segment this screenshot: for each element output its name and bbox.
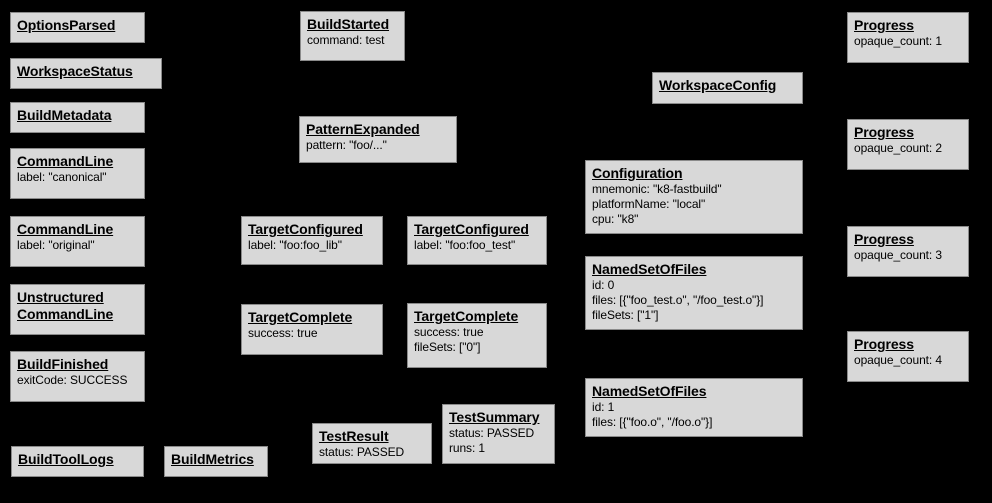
event-node-field: success: true (248, 326, 318, 340)
event-node-title: WorkspaceStatus (17, 63, 133, 79)
event-node-title: TargetComplete (248, 309, 353, 325)
event-node-title: BuildMetrics (171, 451, 254, 467)
event-node-title: Progress (854, 231, 914, 247)
event-node-fields: opaque_count: 4 (854, 353, 962, 368)
event-node-fields: exitCode: SUCCESS (17, 373, 138, 388)
event-node-fields: label: "foo:foo_test" (414, 238, 540, 253)
event-node-workspace-status[interactable]: WorkspaceStatus (10, 58, 162, 89)
event-node-field: id: 0 (592, 278, 615, 292)
event-node-fields: command: test (307, 33, 398, 48)
event-node-title: WorkspaceConfig (659, 77, 777, 93)
event-node-field: fileSets: ["1"] (592, 308, 659, 322)
event-node-fields: pattern: "foo/..." (306, 138, 450, 153)
event-node-title: PatternExpanded (306, 121, 420, 137)
event-node-field: files: [{"foo_test.o", "/foo_test.o"}] (592, 293, 764, 307)
event-node-title: Progress (854, 17, 914, 33)
event-node-title: CommandLine (17, 153, 114, 169)
event-node-title: BuildMetadata (17, 107, 112, 123)
event-node-fields: mnemonic: "k8-fastbuild"platformName: "l… (592, 182, 796, 227)
event-node-title: OptionsParsed (17, 17, 116, 33)
event-node-unstructured-command-line[interactable]: Unstructured CommandLine (10, 284, 145, 335)
event-node-title: BuildStarted (307, 16, 390, 32)
event-node-title: NamedSetOfFiles (592, 383, 707, 399)
event-node-field: label: "original" (17, 238, 95, 252)
event-node-title: Configuration (592, 165, 683, 181)
event-node-field: pattern: "foo/..." (306, 138, 387, 152)
event-node-field: mnemonic: "k8-fastbuild" (592, 182, 722, 196)
event-node-fields: opaque_count: 2 (854, 141, 962, 156)
event-node-field: runs: 1 (449, 441, 485, 455)
event-node-title: BuildToolLogs (18, 451, 114, 467)
event-node-field: fileSets: ["0"] (414, 340, 481, 354)
event-node-field: files: [{"foo.o", "/foo.o"}] (592, 415, 713, 429)
event-node-build-tool-logs[interactable]: BuildToolLogs (11, 446, 144, 477)
event-node-title: Progress (854, 124, 914, 140)
event-node-fields: opaque_count: 3 (854, 248, 962, 263)
event-node-field: opaque_count: 4 (854, 353, 942, 367)
event-node-field: platformName: "local" (592, 197, 706, 211)
event-node-title: TargetComplete (414, 308, 519, 324)
event-node-title: TargetConfigured (414, 221, 529, 237)
event-node-field: success: true (414, 325, 484, 339)
event-node-field: id: 1 (592, 400, 615, 414)
event-node-build-metadata[interactable]: BuildMetadata (10, 102, 145, 133)
event-node-field: opaque_count: 1 (854, 34, 942, 48)
event-node-fields: label: "original" (17, 238, 138, 253)
event-node-field: opaque_count: 2 (854, 141, 942, 155)
event-node-fields: success: true (248, 326, 376, 341)
event-node-fields: opaque_count: 1 (854, 34, 962, 49)
event-node-fields: status: PASSED (319, 445, 425, 460)
event-node-title: Unstructured CommandLine (17, 289, 114, 322)
event-node-workspace-config[interactable]: WorkspaceConfig (652, 72, 803, 104)
event-node-field: label: "canonical" (17, 170, 107, 184)
event-node-title: TargetConfigured (248, 221, 363, 237)
event-node-title: BuildFinished (17, 356, 109, 372)
event-node-title: TestSummary (449, 409, 540, 425)
event-node-fields: label: "foo:foo_lib" (248, 238, 376, 253)
event-node-field: command: test (307, 33, 385, 47)
event-node-field: label: "foo:foo_lib" (248, 238, 342, 252)
event-node-field: label: "foo:foo_test" (414, 238, 516, 252)
event-node-field: status: PASSED (449, 426, 535, 440)
event-node-field: cpu: "k8" (592, 212, 639, 226)
event-node-title: NamedSetOfFiles (592, 261, 707, 277)
event-node-title: Progress (854, 336, 914, 352)
event-node-fields: label: "canonical" (17, 170, 138, 185)
event-node-field: exitCode: SUCCESS (17, 373, 128, 387)
event-node-title: CommandLine (17, 221, 114, 237)
event-node-title: TestResult (319, 428, 389, 444)
event-node-field: opaque_count: 3 (854, 248, 942, 262)
event-node-build-metrics[interactable]: BuildMetrics (164, 446, 268, 477)
event-node-field: status: PASSED (319, 445, 405, 459)
event-node-options-parsed[interactable]: OptionsParsed (10, 12, 145, 43)
